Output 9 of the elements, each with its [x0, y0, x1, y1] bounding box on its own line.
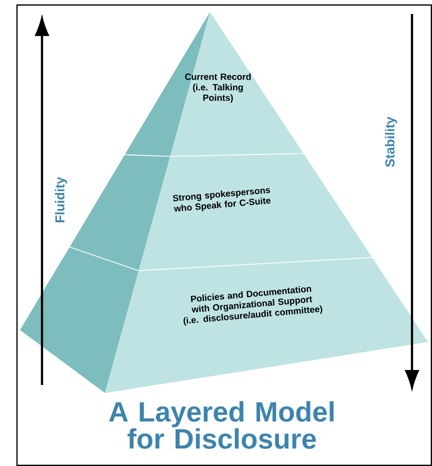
pyramid-layer: Policies and Documentation with Organizational Support (i.e. disclosure/audit committee)	[20, 247, 428, 393]
pyramid-layer: Current Record (i.e. Talking Points)	[124, 12, 304, 158]
title: A Layered Model for Disclosure	[109, 401, 334, 449]
node-label: Policies and Documentation with Organizational Support (i.e. disclosure/audit committee)	[184, 286, 322, 326]
node-label: Current Record (i.e. Talking Points)	[185, 73, 251, 103]
axis-label: Stability	[384, 116, 398, 167]
node-label: Strong spokespersons who Speak for C-Suite	[173, 188, 270, 212]
pyramid-layer: Strong spokespersons who Speak for C-Suite	[69, 154, 372, 272]
axis-label: Fluidity	[54, 176, 68, 222]
